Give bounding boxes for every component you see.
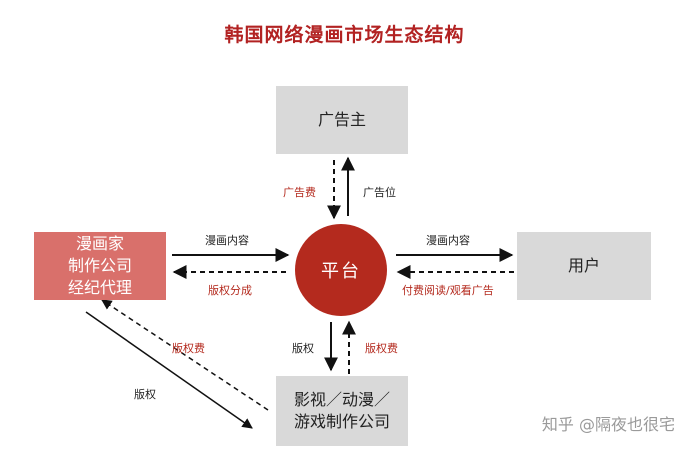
edge-label-ad-slot: 广告位	[363, 186, 396, 199]
platform-label: 平台	[321, 261, 361, 282]
edge-label-ad-fee: 广告费	[283, 186, 316, 199]
edge-label-comic-content-right: 漫画内容	[426, 234, 470, 247]
edge-label-paid-read: 付费阅读/观看广告	[402, 284, 494, 297]
edge-label-copyright-share: 版权分成	[208, 284, 252, 297]
edge-label-copyright-diag: 版权	[134, 388, 156, 401]
watermark: 知乎 @隔夜也很宅	[541, 415, 675, 434]
users-label: 用户	[567, 256, 600, 275]
arrow-copyright-fee-diag	[101, 299, 269, 411]
edge-label-copyright-bottom: 版权	[292, 342, 314, 355]
creators-label-line-3: 经纪代理	[67, 278, 132, 297]
media-node: 影视／动漫／ 游戏制作公司	[276, 376, 408, 446]
creators-label-line-2: 制作公司	[67, 256, 132, 275]
creators-node: 漫画家 制作公司 经纪代理	[34, 232, 166, 300]
creators-label-line-1: 漫画家	[75, 234, 124, 253]
edge-label-comic-content-left: 漫画内容	[205, 234, 249, 247]
media-label-line-1: 影视／动漫／	[293, 390, 390, 409]
users-node: 用户	[517, 232, 651, 300]
advertiser-node: 广告主	[276, 86, 408, 154]
edge-label-copyright-fee-diag: 版权费	[172, 342, 205, 355]
arrow-copyright-diag	[85, 311, 253, 429]
edge-label-copyright-fee-bottom: 版权费	[365, 342, 398, 355]
advertiser-label: 广告主	[317, 110, 366, 129]
platform-node: 平台	[295, 224, 387, 316]
media-label-line-2: 游戏制作公司	[293, 412, 390, 431]
diagram-title: 韩国网络漫画市场生态结构	[224, 24, 465, 46]
